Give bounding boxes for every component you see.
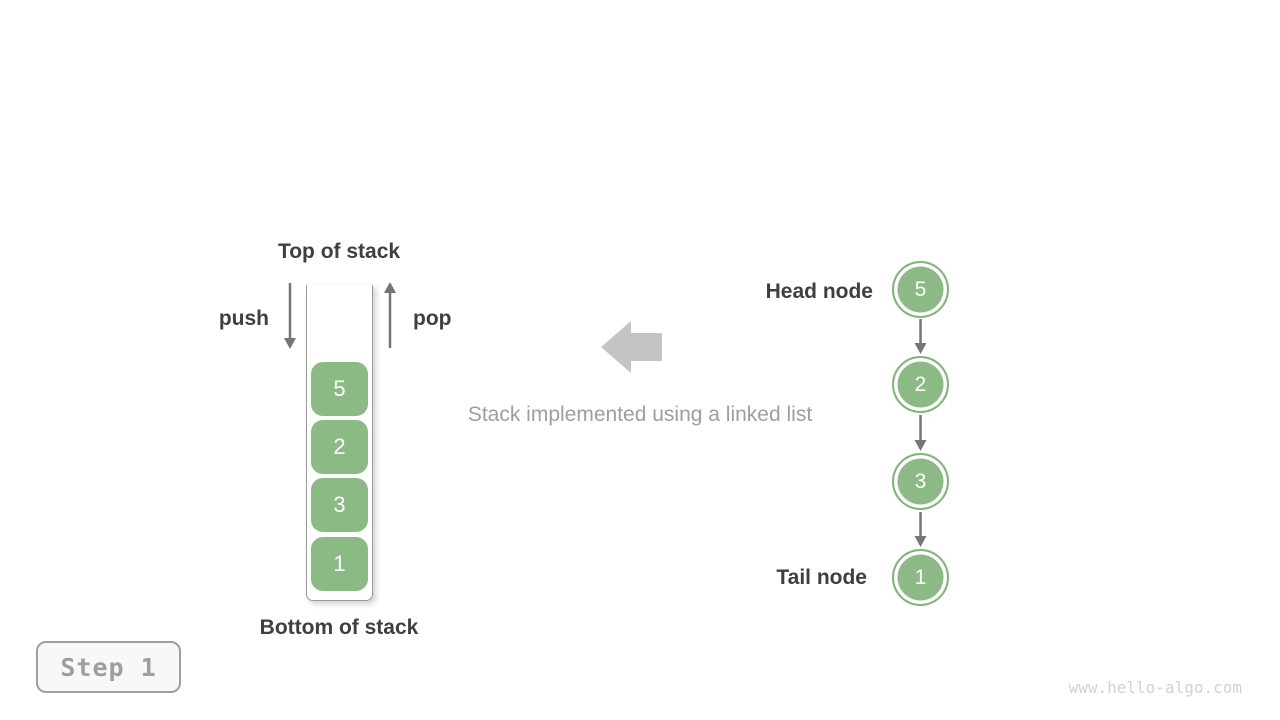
pop-arrow-icon — [384, 282, 396, 348]
stack-item: 5 — [311, 362, 368, 416]
linked-list-arrow-icon — [914, 512, 927, 547]
list-node: 5 — [892, 261, 949, 318]
pop-label: pop — [413, 307, 452, 330]
head-node-label: Head node — [765, 280, 873, 303]
bottom-of-stack-label: Bottom of stack — [259, 616, 419, 639]
list-node: 2 — [892, 356, 949, 413]
top-of-stack-label: Top of stack — [277, 240, 401, 263]
stack-item: 3 — [311, 478, 368, 532]
push-label: push — [218, 307, 269, 330]
list-node: 3 — [892, 453, 949, 510]
list-node: 1 — [892, 549, 949, 606]
stack-item: 1 — [311, 537, 368, 591]
step-badge: Step 1 — [36, 641, 181, 693]
caption-text: Stack implemented using a linked list — [467, 403, 813, 426]
push-arrow-icon — [284, 283, 296, 349]
watermark-text: www.hello-algo.com — [1068, 678, 1242, 697]
block-arrow-icon — [601, 321, 662, 373]
linked-list-arrow-icon — [914, 415, 927, 451]
linked-list-arrow-icon — [914, 319, 927, 354]
stack-item: 2 — [311, 420, 368, 474]
tail-node-label: Tail node — [776, 566, 867, 589]
